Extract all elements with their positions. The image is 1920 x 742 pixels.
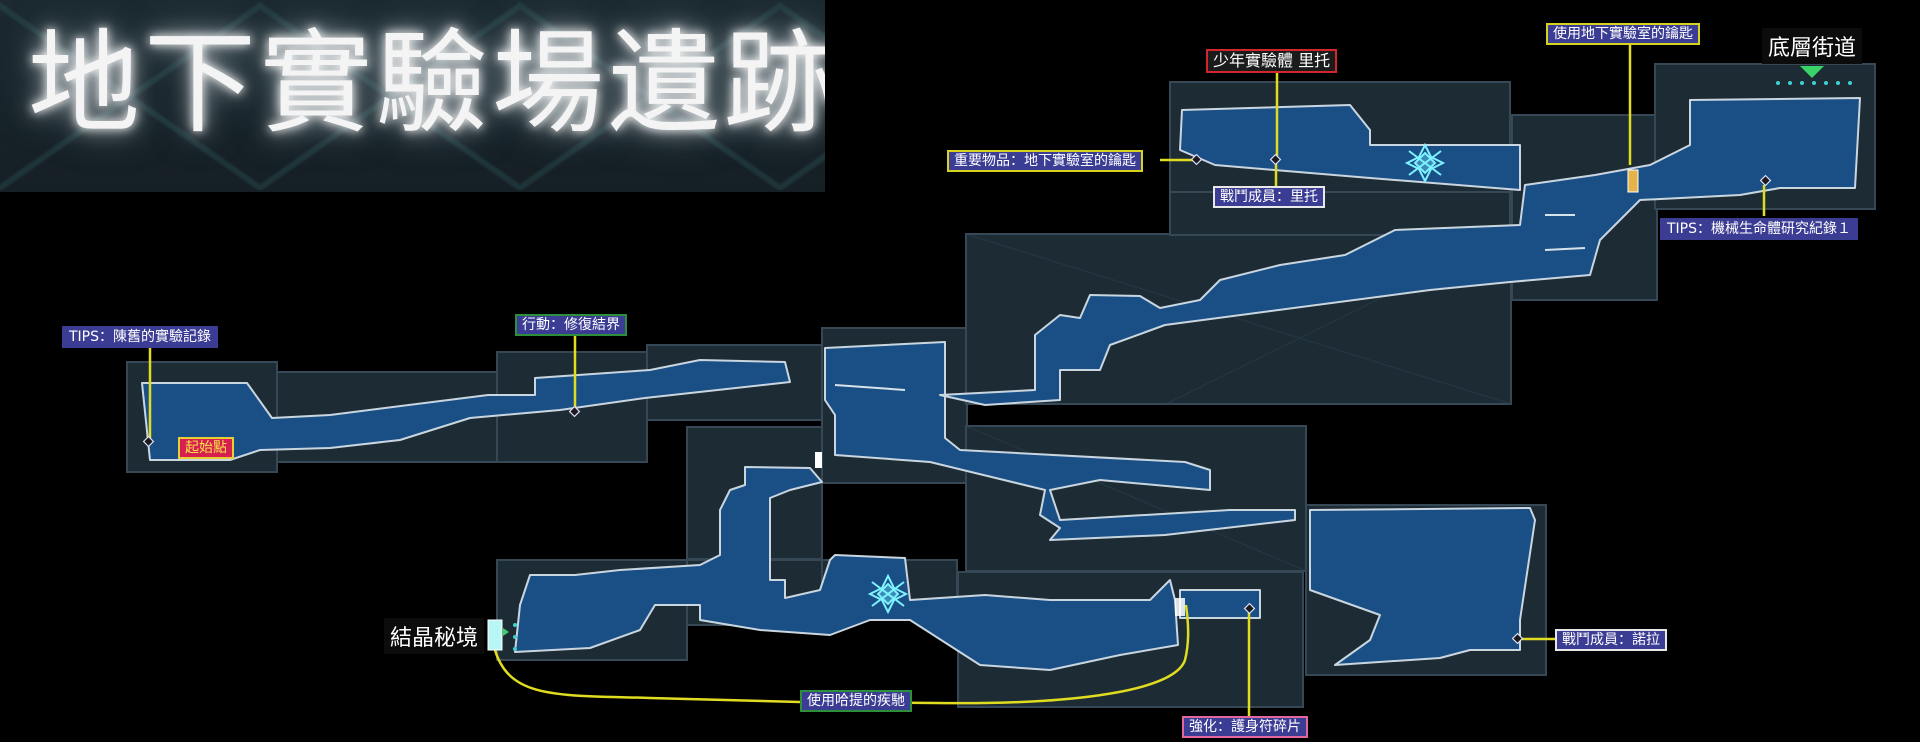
label-upgrade[interactable]: 強化：護身符碎片 bbox=[1182, 716, 1308, 738]
door-icon[interactable] bbox=[487, 169, 1639, 651]
corridor-start bbox=[141, 359, 791, 461]
label-start[interactable]: 起始點 bbox=[178, 437, 234, 459]
teleport-crystal-icon[interactable] bbox=[867, 573, 909, 615]
map-marker-icon bbox=[142, 153, 1772, 645]
corridor-central bbox=[824, 341, 1296, 541]
corridor-east-chamber bbox=[1309, 507, 1536, 666]
label-key-item[interactable]: 重要物品：地下實驗室的鑰匙 bbox=[947, 150, 1143, 172]
dash-route-line bbox=[493, 604, 1190, 705]
banner-decoration bbox=[0, 0, 825, 192]
label-tips-old[interactable]: TIPS：陳舊的實驗記錄 bbox=[62, 326, 219, 348]
label-crystal[interactable]: 結晶秘境 bbox=[384, 618, 485, 654]
label-action-repair[interactable]: 行動：修復結界 bbox=[515, 314, 627, 336]
label-party-nora[interactable]: 戰鬥成員：諾拉 bbox=[1555, 629, 1667, 651]
label-boss[interactable]: 少年實驗體 里托 bbox=[1206, 49, 1338, 73]
label-dash[interactable]: 使用哈提的疾馳 bbox=[800, 690, 912, 712]
exit-arrow-icon[interactable] bbox=[503, 66, 1852, 651]
label-exit-street[interactable]: 底層街道 bbox=[1762, 28, 1863, 64]
label-tips-machine[interactable]: TIPS：機械生命體研究紀錄１ bbox=[1660, 218, 1859, 240]
corridor-west-drop bbox=[514, 466, 1179, 671]
label-party-rito[interactable]: 戰鬥成員：里托 bbox=[1213, 186, 1325, 208]
teleport-crystal-icon[interactable] bbox=[1404, 142, 1446, 184]
title-banner: 地下實驗場遺跡 bbox=[0, 0, 825, 192]
label-key-door[interactable]: 使用地下實驗室的鑰匙 bbox=[1546, 23, 1700, 45]
area-title: 地下實驗場遺跡 bbox=[28, 19, 825, 149]
